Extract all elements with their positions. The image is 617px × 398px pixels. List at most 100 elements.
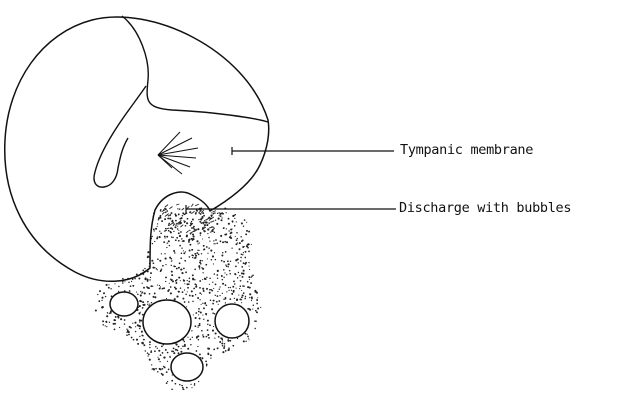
- stipple-dot: [222, 293, 223, 294]
- stipple-dot: [152, 267, 154, 269]
- stipple-dot: [204, 278, 206, 280]
- stipple-dot: [195, 213, 197, 215]
- stipple-dot: [139, 336, 140, 337]
- stipple-dot: [230, 229, 232, 231]
- stipple-dot: [201, 253, 202, 254]
- stipple-dot: [194, 228, 195, 229]
- stipple-dot: [197, 250, 198, 251]
- stipple-dot: [234, 298, 235, 299]
- stipple-dot: [218, 336, 220, 338]
- light-reflex: [158, 132, 198, 174]
- stipple-dot: [243, 262, 245, 264]
- stipple-dot: [118, 286, 119, 287]
- stipple-dot: [228, 347, 230, 349]
- stipple-dot: [207, 320, 209, 322]
- stipple-dot: [199, 268, 200, 269]
- stipple-dot: [240, 236, 242, 238]
- stipple-dot: [243, 340, 245, 342]
- stipple-dot: [128, 281, 130, 283]
- stipple-dot: [230, 261, 231, 262]
- bubble: [215, 304, 249, 338]
- stipple-dot: [213, 349, 215, 351]
- stipple-dot: [240, 260, 241, 261]
- stipple-dot: [239, 298, 241, 300]
- stipple-dot: [244, 298, 246, 300]
- stipple-dot: [256, 299, 258, 301]
- stipple-dot: [105, 321, 107, 323]
- stipple-dot: [179, 235, 181, 237]
- stipple-dot: [234, 302, 235, 303]
- stipple-dot: [253, 305, 255, 307]
- stipple-dot: [127, 330, 129, 332]
- stipple-dot: [199, 261, 201, 263]
- stipple-dot: [200, 312, 202, 314]
- stipple-dot: [234, 283, 236, 285]
- stipple-dot: [182, 215, 183, 216]
- stipple-dot: [101, 300, 102, 301]
- stipple-dot: [162, 288, 164, 290]
- stipple-dot: [196, 336, 198, 338]
- stipple-dot: [212, 282, 213, 283]
- bubbles: [110, 292, 249, 381]
- stipple-dot: [222, 340, 223, 341]
- stipple-dot: [251, 244, 252, 245]
- stipple-dot: [160, 232, 162, 234]
- stipple-dot: [180, 257, 182, 259]
- stipple-dot: [209, 284, 210, 285]
- stipple-dot: [220, 337, 222, 339]
- stipple-dot: [124, 281, 125, 282]
- stipple-dot: [183, 252, 185, 254]
- stipple-dot: [184, 289, 185, 290]
- stipple-dot: [249, 308, 251, 310]
- stipple-dot: [180, 231, 182, 233]
- stipple-dot: [149, 347, 150, 348]
- stipple-dot: [159, 260, 161, 262]
- stipple-dot: [246, 230, 248, 232]
- stipple-dot: [249, 266, 250, 267]
- stipple-dot: [194, 258, 195, 259]
- stipple-dot: [122, 278, 124, 280]
- stipple-dot: [184, 260, 186, 262]
- stipple-dot: [110, 288, 111, 289]
- stipple-dot: [189, 278, 191, 280]
- stipple-dot: [169, 245, 170, 246]
- stipple-dot: [162, 352, 164, 354]
- stipple-dot: [223, 269, 225, 271]
- stipple-dot: [108, 287, 110, 289]
- stipple-dot: [132, 323, 133, 324]
- stipple-dot: [208, 247, 210, 249]
- stipple-dot: [199, 353, 201, 355]
- stipple-dot: [140, 291, 141, 292]
- stipple-dot: [152, 368, 153, 369]
- stipple-dot: [154, 267, 155, 268]
- stipple-dot: [193, 288, 195, 290]
- stipple-dot: [203, 230, 205, 232]
- stipple-dot: [207, 258, 208, 259]
- stipple-dot: [192, 274, 194, 276]
- stipple-dot: [231, 247, 232, 248]
- stipple-dot: [167, 361, 168, 362]
- stipple-dot: [205, 313, 207, 315]
- stipple-dot: [211, 290, 213, 292]
- stipple-dot: [198, 254, 200, 256]
- stipple-dot: [245, 234, 247, 236]
- stipple-dot: [179, 384, 181, 386]
- stipple-dot: [186, 235, 188, 237]
- stipple-dot: [249, 293, 251, 295]
- stipple-dot: [181, 247, 182, 248]
- stipple-dot: [188, 283, 190, 285]
- stipple-dot: [228, 339, 229, 340]
- stipple-dot: [178, 213, 180, 215]
- stipple-dot: [168, 240, 170, 242]
- stipple-dot: [138, 278, 140, 280]
- stipple-dot: [235, 266, 237, 268]
- stipple-dot: [247, 334, 248, 335]
- stipple-dot: [184, 344, 186, 346]
- stipple-dot: [173, 347, 175, 349]
- stipple-dot: [236, 232, 238, 234]
- stipple-dot: [202, 238, 203, 239]
- stipple-dot: [159, 288, 161, 290]
- stipple-dot: [239, 248, 241, 250]
- stipple-dot: [202, 315, 203, 316]
- stipple-dot: [240, 285, 242, 287]
